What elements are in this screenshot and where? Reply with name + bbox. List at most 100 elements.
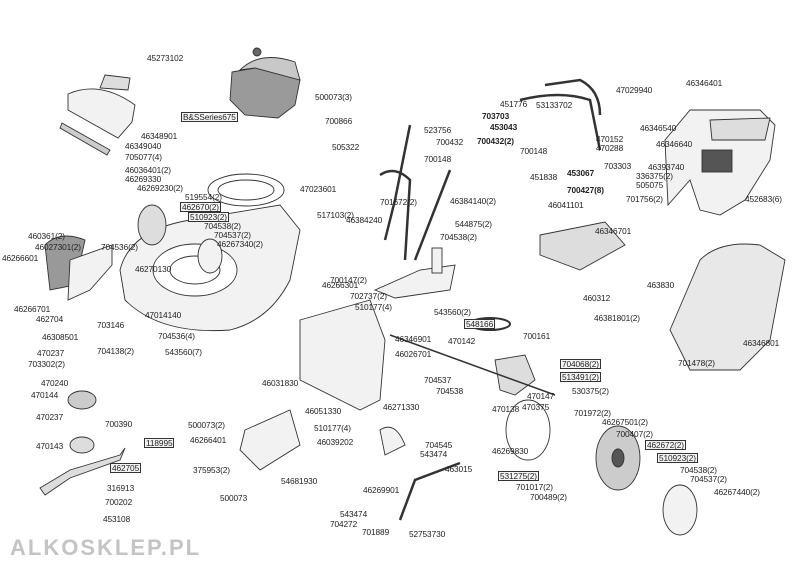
- part-number-label: 704538: [436, 386, 464, 396]
- part-number-label: 46039202: [317, 437, 354, 447]
- part-number-label: 510923(2): [657, 453, 698, 463]
- part-number-label: 451838: [530, 172, 558, 182]
- part-number-label: 46346540: [640, 123, 677, 133]
- engine-part: [229, 47, 301, 119]
- part-number-label: 700432(2): [477, 136, 514, 146]
- part-number-label: 700148: [424, 154, 452, 164]
- part-number-label: 513491(2): [560, 372, 601, 382]
- part-number-label: 700148: [520, 146, 548, 156]
- part-number-label: 704536(4): [158, 331, 195, 341]
- part-number-label: 45273102: [147, 53, 184, 63]
- part-number-label: 470144: [31, 390, 59, 400]
- part-number-label: 46031830: [262, 378, 299, 388]
- part-number-label: 470143: [36, 441, 64, 451]
- part-number-label: 523756: [424, 125, 452, 135]
- part-number-label: 470237: [37, 348, 65, 358]
- part-number-label: 510923(2): [188, 212, 229, 222]
- chute-part: [373, 264, 456, 299]
- part-number-label: 46270130: [135, 264, 172, 274]
- part-number-label: 336375(2): [636, 171, 673, 181]
- handle-part: [379, 78, 602, 261]
- part-number-label: 46269830: [492, 446, 529, 456]
- part-number-label: 462670(2): [180, 202, 221, 212]
- part-number-label: 701756(2): [626, 194, 663, 204]
- part-number-label: 701972(2): [574, 408, 611, 418]
- part-number-label: 703146: [97, 320, 125, 330]
- part-number-label: 704537(2): [214, 230, 251, 240]
- part-number-label: 704538(2): [204, 221, 241, 231]
- part-number-label: 702737(2): [350, 291, 387, 301]
- part-number-label: 470138: [492, 404, 520, 414]
- part-number-label: 505322: [332, 142, 360, 152]
- part-number-label: 46266601: [2, 253, 39, 263]
- gearbox-part: [494, 354, 536, 396]
- part-number-label: 46266401: [190, 435, 227, 445]
- part-number-label: 46036401(2): [125, 165, 171, 175]
- part-number-label: 460312: [583, 293, 611, 303]
- part-number-label: 46346701: [595, 226, 632, 236]
- part-number-label: 704538(2): [440, 232, 477, 242]
- part-number-label: 701017(2): [516, 482, 553, 492]
- part-number-label: 505075: [636, 180, 664, 190]
- front-cover-part: [59, 74, 136, 156]
- part-number-label: 46266301: [322, 280, 359, 290]
- part-number-label: 470152: [596, 134, 624, 144]
- part-number-label: 46026701: [395, 349, 432, 359]
- part-number-label: 46384140(2): [450, 196, 496, 206]
- part-number-label: 47023601: [300, 184, 337, 194]
- part-number-label: B&SSeries675: [181, 112, 238, 122]
- part-number-label: 704068(2): [560, 359, 601, 369]
- part-number-label: 470142: [448, 336, 476, 346]
- part-number-label: 46267501(2): [602, 417, 648, 427]
- part-number-label: 700390: [105, 419, 133, 429]
- part-number-label: 700147(2): [330, 275, 367, 285]
- part-number-label: 548166: [464, 319, 496, 329]
- part-number-label: 316913: [107, 483, 135, 493]
- part-number-label: 453043: [490, 122, 518, 132]
- part-number-label: 470240: [41, 378, 69, 388]
- part-number-label: 462705: [110, 463, 142, 473]
- part-number-label: 700866: [325, 116, 353, 126]
- part-number-label: 46269901: [363, 485, 400, 495]
- part-number-label: 703703: [482, 111, 510, 121]
- wheel-parts: [137, 204, 698, 536]
- part-number-label: 452683(6): [745, 194, 782, 204]
- part-number-label: 705077(4): [125, 152, 162, 162]
- part-number-label: 46267440(2): [714, 487, 760, 497]
- part-number-label: 700161: [523, 331, 551, 341]
- part-number-label: 46269230(2): [137, 183, 183, 193]
- part-number-label: 700407(2): [616, 429, 653, 439]
- part-number-label: 500073(3): [315, 92, 352, 102]
- part-number-label: 470288: [596, 143, 624, 153]
- part-number-label: 543560(7): [165, 347, 202, 357]
- part-number-label: 470237: [36, 412, 64, 422]
- part-number-label: 46027301(2): [35, 242, 81, 252]
- part-number-label: 453108: [103, 514, 131, 524]
- part-number-label: 704536(2): [101, 242, 138, 252]
- mulch-plug-part: [239, 409, 301, 471]
- cover-plate-part: [539, 221, 626, 271]
- part-number-label: 46346801: [743, 338, 780, 348]
- part-number-label: 46269330: [125, 174, 162, 184]
- part-number-label: 500073: [220, 493, 248, 503]
- part-number-label: 463015: [445, 464, 473, 474]
- part-number-label: 543560(2): [434, 307, 471, 317]
- part-number-label: 46393740: [648, 162, 685, 172]
- part-number-label: 46348901: [141, 131, 178, 141]
- part-number-label: 700427(8): [567, 185, 604, 195]
- part-number-label: 531275(2): [498, 471, 539, 481]
- part-number-label: 530375(2): [572, 386, 609, 396]
- part-number-label: 47014140: [145, 310, 182, 320]
- part-number-label: 519554(2): [185, 192, 222, 202]
- part-number-label: 704138(2): [97, 346, 134, 356]
- part-number-label: 375953(2): [193, 465, 230, 475]
- part-number-label: 703303: [604, 161, 632, 171]
- part-number-label: 700489(2): [530, 492, 567, 502]
- part-number-label: 46346401: [686, 78, 723, 88]
- part-number-label: 53133702: [536, 100, 573, 110]
- part-number-label: 700202: [105, 497, 133, 507]
- part-number-label: 462704: [36, 314, 64, 324]
- part-number-label: 700432: [436, 137, 464, 147]
- part-number-label: 470375: [522, 402, 550, 412]
- part-number-label: 46041101: [548, 200, 584, 210]
